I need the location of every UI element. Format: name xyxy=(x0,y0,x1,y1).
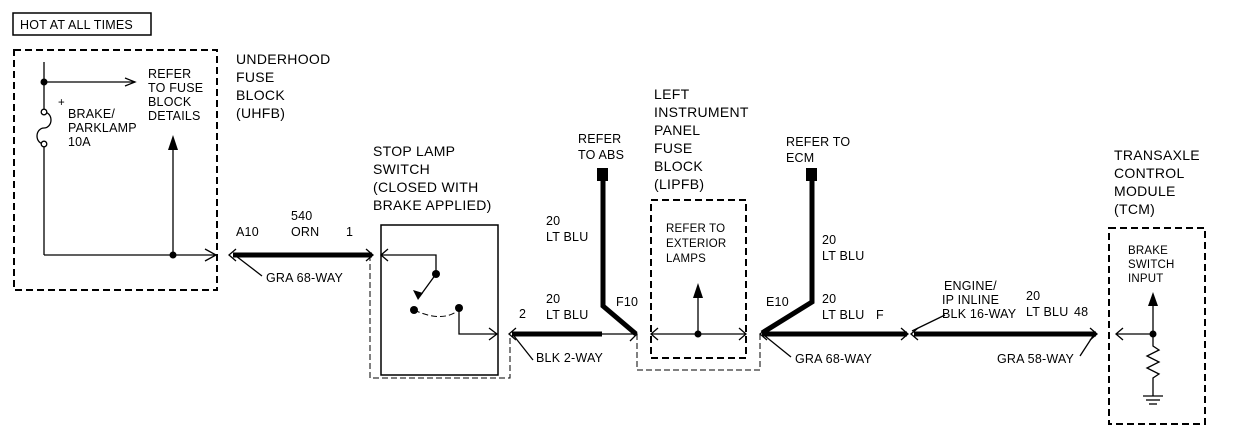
color-top-abs: LT BLU xyxy=(546,230,588,244)
refer-ecm-1: REFER TO xyxy=(786,135,850,149)
pin-1: 1 xyxy=(346,225,353,239)
uhfb-title-2: FUSE xyxy=(236,69,275,85)
resistor-icon xyxy=(1145,334,1161,396)
ecm-terminal-icon xyxy=(806,168,817,181)
inline-label-1: ENGINE/ xyxy=(944,279,997,293)
stop-lamp-switch: STOP LAMP SWITCH (CLOSED WITH BRAKE APPL… xyxy=(369,143,511,379)
uhfb-refer-4: DETAILS xyxy=(148,109,201,123)
fuse-plus: + xyxy=(58,97,65,109)
lipfb-title-1: LEFT xyxy=(654,86,690,102)
connector-gra-68-way-2: GRA 68-WAY xyxy=(795,352,872,366)
gauge-e10: 20 xyxy=(822,292,836,306)
fuse-label-2: PARKLAMP xyxy=(68,121,137,135)
color-48: LT BLU xyxy=(1026,305,1068,319)
uhfb-title-3: BLOCK xyxy=(236,87,285,103)
color-e10: LT BLU xyxy=(822,308,864,322)
lipfb-title-4: FUSE xyxy=(654,140,693,156)
abs-terminal-icon xyxy=(597,168,608,181)
hot-at-all-times-label: HOT AT ALL TIMES xyxy=(20,18,133,32)
stop-lamp-title-3: (CLOSED WITH xyxy=(373,179,479,195)
gauge-top-abs: 20 xyxy=(546,214,560,228)
connector-gra-68-way: GRA 68-WAY xyxy=(266,271,343,285)
wire-540-orn: A10 540 ORN 1 GRA 68-WAY xyxy=(228,209,374,285)
wire-lt-blu-48: ENGINE/ IP INLINE BLK 16-WAY 20 LT BLU 4… xyxy=(910,279,1098,366)
stop-lamp-title-1: STOP LAMP xyxy=(373,143,455,159)
uhfb-refer-1: REFER xyxy=(148,67,191,81)
wire-lt-blu-f10: 2 BLK 2-WAY REFER TO ABS 20 LT BLU 20 LT… xyxy=(508,132,638,365)
fuse-label-1: BRAKE/ xyxy=(68,107,115,121)
up-arrow-icon xyxy=(1148,292,1158,306)
color-f10: LT BLU xyxy=(546,308,588,322)
lipfb-module: REFER TO EXTERIOR LAMPS LEFT INSTRUMENT … xyxy=(636,86,761,371)
tcm-input-2: SWITCH xyxy=(1128,259,1175,271)
lipfb-title-3: PANEL xyxy=(654,122,700,138)
tcm-title-2: CONTROL xyxy=(1114,165,1185,181)
lipfb-title-6: (LIPFB) xyxy=(654,176,704,192)
refer-abs-2: TO ABS xyxy=(578,148,624,162)
tcm-input-1: BRAKE xyxy=(1128,245,1168,257)
pin-f10: F10 xyxy=(616,295,638,309)
uhfb-module: + BRAKE/ PARKLAMP 10A REFER TO FUSE BLOC… xyxy=(13,49,218,291)
ground-icon xyxy=(1143,395,1163,405)
connector-gra-58-way: GRA 58-WAY xyxy=(997,352,1074,366)
lipfb-refer-1: REFER TO xyxy=(666,223,725,235)
tcm-title-4: (TCM) xyxy=(1114,201,1155,217)
lipfb-title-2: INSTRUMENT xyxy=(654,104,749,120)
gauge-f10: 20 xyxy=(546,292,560,306)
pin-2: 2 xyxy=(519,307,526,321)
lipfb-refer-3: LAMPS xyxy=(666,253,706,265)
refer-ecm-2: ECM xyxy=(786,151,814,165)
refer-abs-1: REFER xyxy=(578,132,621,146)
fuse-icon xyxy=(36,111,52,145)
gauge-top-ecm: 20 xyxy=(822,233,836,247)
pin-a10: A10 xyxy=(236,225,259,239)
inline-label-2: IP INLINE xyxy=(942,293,999,307)
lipfb-refer-2: EXTERIOR xyxy=(666,238,726,250)
wire-lt-blu-e10: REFER TO ECM 20 LT BLU E10 20 LT BLU F G… xyxy=(759,135,909,366)
connector-blk-16-way: BLK 16-WAY xyxy=(942,307,1017,321)
uhfb-title-4: (UHFB) xyxy=(236,105,285,121)
stop-lamp-title-2: SWITCH xyxy=(373,161,430,177)
hot-at-all-times-box: HOT AT ALL TIMES xyxy=(12,12,152,36)
up-arrow-icon xyxy=(168,135,178,150)
uhfb-refer-2: TO FUSE xyxy=(148,81,203,95)
fuse-label-3: 10A xyxy=(68,135,91,149)
wire-color-orn: ORN xyxy=(291,225,319,239)
connector-blk-2-way: BLK 2-WAY xyxy=(536,351,604,365)
color-top-ecm: LT BLU xyxy=(822,249,864,263)
tcm-input-3: INPUT xyxy=(1128,273,1164,285)
pin-e10: E10 xyxy=(766,295,789,309)
flag-f: F xyxy=(876,308,884,322)
tcm-title-3: MODULE xyxy=(1114,183,1176,199)
stop-lamp-title-4: BRAKE APPLIED) xyxy=(373,197,492,213)
tcm-module: BRAKE SWITCH INPUT TRANSAXLE CONTROL MOD… xyxy=(1108,147,1206,425)
circuit-540: 540 xyxy=(291,209,312,223)
uhfb-title-1: UNDERHOOD xyxy=(236,51,330,67)
lipfb-title-5: BLOCK xyxy=(654,158,703,174)
tcm-title-1: TRANSAXLE xyxy=(1114,147,1200,163)
pin-48: 48 xyxy=(1074,305,1088,319)
up-arrow-icon xyxy=(693,283,703,298)
uhfb-refer-3: BLOCK xyxy=(148,95,192,109)
gauge-48: 20 xyxy=(1026,289,1040,303)
